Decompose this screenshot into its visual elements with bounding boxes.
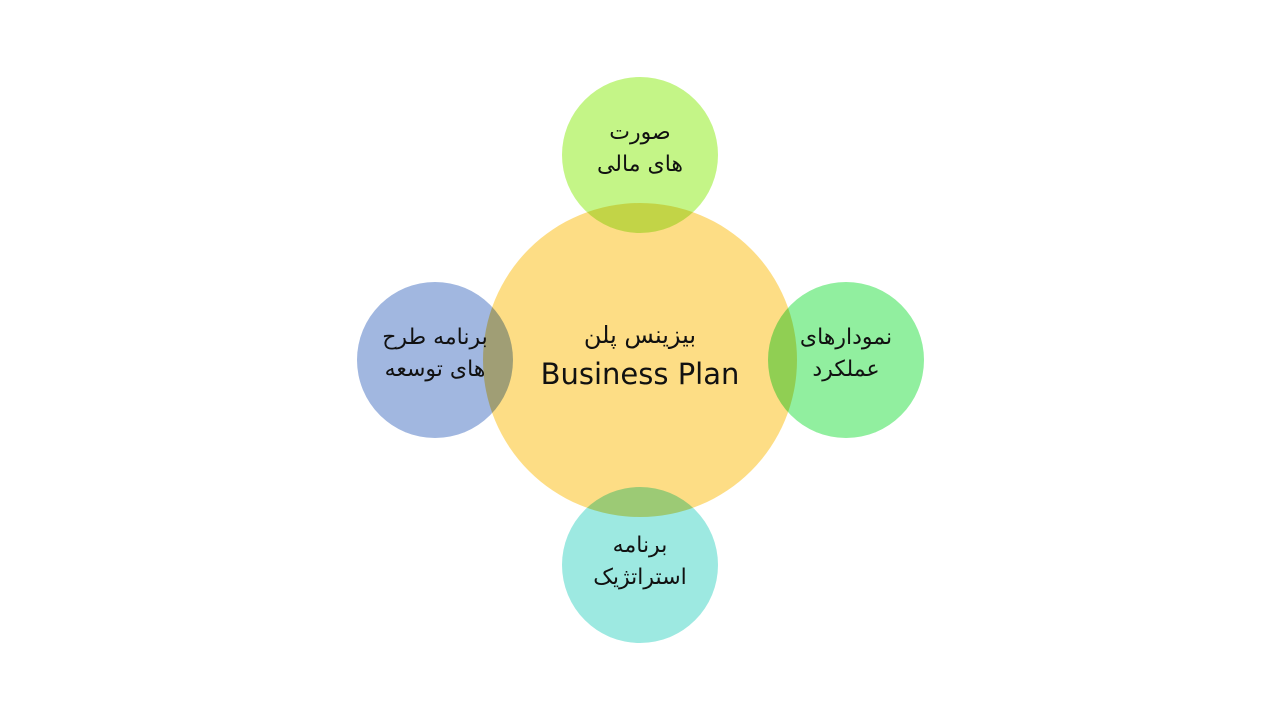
right-circle xyxy=(768,282,924,438)
center-label-english: Business Plan xyxy=(540,356,740,391)
center-label-persian: بیزینس پلن xyxy=(583,321,697,349)
top-label: صورت های مالی xyxy=(560,117,720,181)
bottom-label-line1: برنامه xyxy=(612,533,668,558)
bottom-circle xyxy=(562,487,718,643)
bottom-label: برنامه استراتژیک xyxy=(560,530,720,594)
top-label-line1: صورت xyxy=(609,120,671,145)
center-circle xyxy=(483,203,797,517)
bottom-label-line2: استراتژیک xyxy=(593,564,687,590)
top-circle xyxy=(562,77,718,233)
left-label-line2: های توسعه xyxy=(384,356,486,382)
right-label-line2: عملکرد xyxy=(812,356,880,382)
right-label: نمودارهای عملکرد xyxy=(766,322,926,386)
left-label-line1: برنامه طرح xyxy=(382,325,488,350)
top-label-line2: های مالی xyxy=(596,151,684,177)
center-label: بیزینس پلن Business Plan xyxy=(500,318,780,395)
left-label: برنامه طرح های توسعه xyxy=(355,322,515,386)
left-circle xyxy=(357,282,513,438)
right-label-line1: نمودارهای xyxy=(799,325,893,350)
